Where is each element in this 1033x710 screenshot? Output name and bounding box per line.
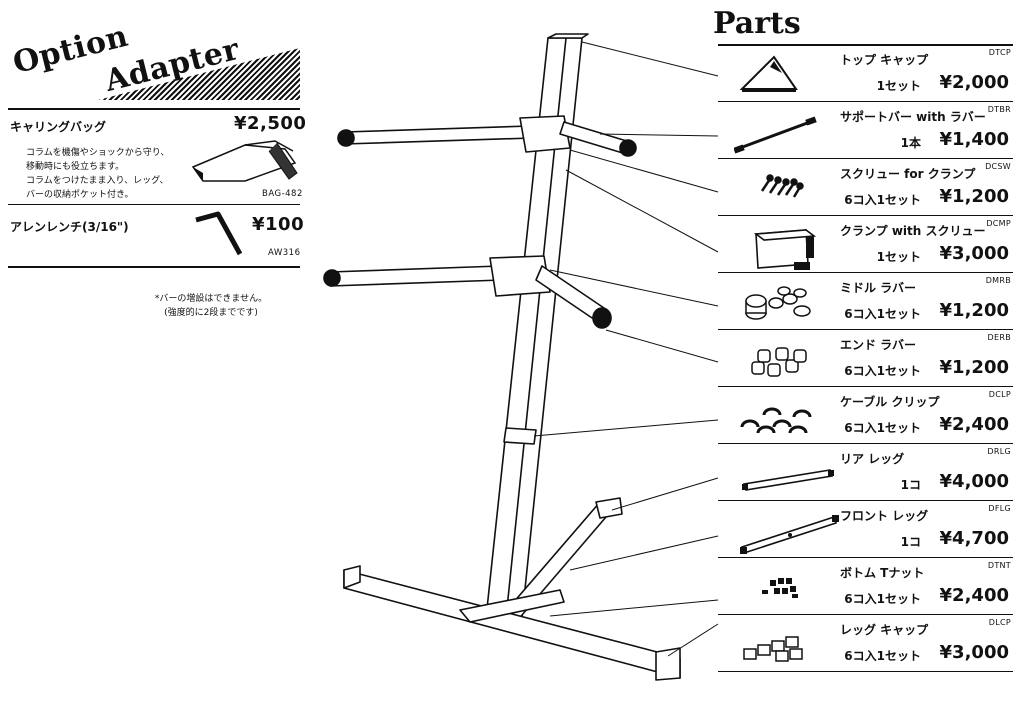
divider [8, 108, 300, 110]
part-row-rear-leg: リア レッグ DRLG 1コ ¥4,000 [718, 444, 1013, 501]
rear-leg-icon [742, 469, 834, 491]
front-leg-icon [740, 515, 839, 555]
part-qty: 6コ入1セット [844, 421, 921, 435]
part-price: ¥2,000 [939, 72, 1009, 93]
part-price: ¥3,000 [939, 642, 1009, 663]
part-name: レッグ キャップ [840, 623, 929, 637]
part-price: ¥1,400 [939, 129, 1009, 150]
part-name: ケーブル クリップ [840, 395, 940, 409]
part-price: ¥4,000 [939, 471, 1009, 492]
leg-cap-icon [743, 636, 803, 662]
allen-wrench-icon [195, 211, 243, 256]
part-qty: 1コ [900, 478, 921, 492]
part-row-cable-clip: ケーブル クリップ DCLP 6コ入1セット ¥2,400 [718, 387, 1013, 444]
part-code: DMRB [985, 276, 1011, 285]
part-price: ¥1,200 [939, 186, 1009, 207]
carrying-bag-icon [191, 140, 298, 182]
part-name: クランプ with スクリュー [840, 224, 986, 238]
clamp-icon [753, 229, 817, 270]
part-price: ¥1,200 [939, 300, 1009, 321]
part-price: ¥2,400 [939, 585, 1009, 606]
part-code: DERB [987, 333, 1011, 342]
middle-rubber-icon [745, 286, 811, 320]
part-price: ¥2,400 [939, 414, 1009, 435]
support-bar-icon [734, 116, 817, 154]
carrying-bag-name: キャリングバッグ [10, 120, 107, 134]
part-code: DTCP [988, 48, 1011, 57]
part-code: DCSW [985, 162, 1011, 171]
part-row-screw: スクリュー for クランプ DCSW 6コ入1セット ¥1,200 [718, 159, 1013, 216]
screw-icon [760, 174, 804, 198]
cable-clip-icon [740, 407, 812, 434]
part-qty: 6コ入1セット [844, 193, 921, 207]
allen-wrench-code: AW316 [268, 248, 301, 258]
divider [718, 44, 1013, 46]
part-qty: 1セット [876, 250, 921, 264]
part-name: ミドル ラバー [840, 281, 917, 295]
part-qty: 6コ入1セット [844, 364, 921, 378]
part-name: ボトム Tナット [840, 566, 925, 580]
part-qty: 6コ入1セット [844, 592, 921, 606]
part-row-end-rubber: エンド ラバー DERB 6コ入1セット ¥1,200 [718, 330, 1013, 387]
stand-illustration [323, 33, 719, 681]
part-price: ¥1,200 [939, 357, 1009, 378]
part-price: ¥3,000 [939, 243, 1009, 264]
part-qty: 1コ [900, 535, 921, 549]
allen-wrench-price: ¥100 [252, 214, 305, 235]
t-nut-icon [762, 578, 798, 598]
part-row-leg-cap: レッグ キャップ DLCP 6コ入1セット ¥3,000 [718, 615, 1013, 672]
part-name: エンド ラバー [840, 338, 917, 352]
part-price: ¥4,700 [939, 528, 1009, 549]
part-code: DFLG [988, 504, 1011, 513]
part-code: DCLP [988, 390, 1011, 399]
allen-wrench-name: アレンレンチ(3/16") [10, 220, 129, 234]
part-code: DCMP [986, 219, 1011, 228]
part-qty: 6コ入1セット [844, 307, 921, 321]
note: *バーの増設はできません。 (強度的に2段までです) [154, 294, 268, 318]
part-code: DTNT [987, 561, 1011, 570]
part-name: サポートバー with ラバー [840, 110, 986, 124]
top-cap-icon [739, 55, 798, 92]
part-code: DRLG [987, 447, 1011, 456]
part-name: リア レッグ [840, 452, 905, 466]
divider [8, 266, 300, 268]
end-rubber-icon [751, 347, 807, 377]
carrying-bag-description: コラムを機傷やショックから守り、 移動時にも役立ちます。 コラムをつけたまま入り… [26, 148, 170, 200]
part-row-clamp: クランプ with スクリュー DCMP 1セット ¥3,000 [718, 216, 1013, 273]
parts-title: Parts [713, 6, 801, 41]
part-code: DTBR [987, 105, 1011, 114]
part-row-front-leg: フロント レッグ DFLG 1コ ¥4,700 [718, 501, 1013, 558]
part-name: トップ キャップ [840, 53, 929, 67]
part-row-t-nut: ボトム Tナット DTNT 6コ入1セット ¥2,400 [718, 558, 1013, 615]
part-qty: 6コ入1セット [844, 649, 921, 663]
part-row-top-cap: トップ キャップ DTCP 1セット ¥2,000 [718, 45, 1013, 102]
carrying-bag-price: ¥2,500 [234, 113, 307, 134]
part-row-support-bar: サポートバー with ラバー DTBR 1本 ¥1,400 [718, 102, 1013, 159]
part-name: フロント レッグ [840, 509, 929, 523]
divider [8, 204, 300, 205]
part-qty: 1本 [900, 136, 921, 150]
option-adapter-header: Option Adapter [8, 18, 300, 100]
part-row-middle-rubber: ミドル ラバー DMRB 6コ入1セット ¥1,200 [718, 273, 1013, 330]
part-name: スクリュー for クランプ [840, 167, 976, 181]
carrying-bag-code: BAG-482 [262, 189, 303, 199]
part-code: DLCP [988, 618, 1011, 627]
part-qty: 1セット [876, 79, 921, 93]
